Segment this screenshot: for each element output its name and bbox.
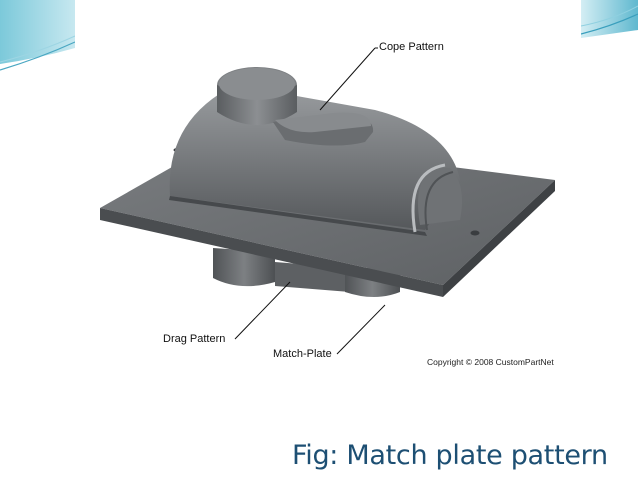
cope-pattern — [169, 67, 463, 236]
match-plate-label: Match-Plate — [273, 348, 332, 360]
drag-leader-line — [234, 281, 291, 340]
slide-header-decoration — [0, 0, 638, 71]
cope-pattern-label: Cope Pattern — [379, 41, 444, 53]
slide-caption: Fig: Match plate pattern — [292, 440, 608, 471]
cope-leader-line — [319, 47, 376, 111]
copyright-notice: Copyright © 2008 CustomPartNet — [427, 357, 554, 367]
match-plate-illustration — [100, 47, 555, 355]
drag-pattern-label: Drag Pattern — [163, 333, 226, 345]
diagram-panel: Cope Pattern Drag Pattern Match-Plate Co… — [75, 0, 581, 379]
match-plate-leader-line — [336, 304, 386, 355]
